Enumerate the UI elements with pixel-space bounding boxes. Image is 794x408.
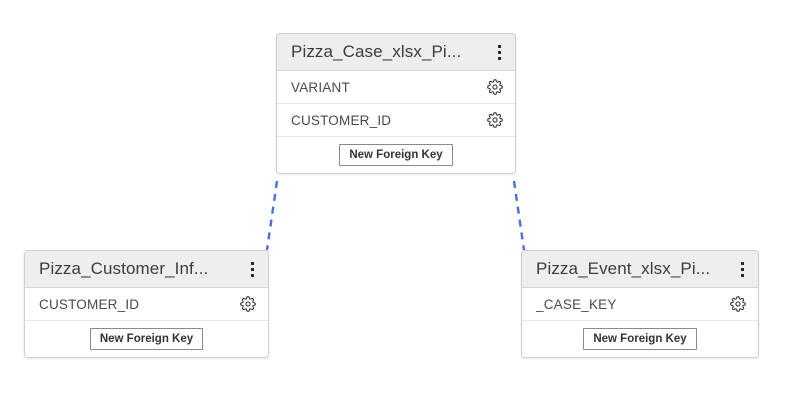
table-card-case[interactable]: Pizza_Case_xlsx_Pi... VARIANT CUSTOMER_I… <box>276 33 516 174</box>
field-label: VARIANT <box>291 79 350 95</box>
gear-icon[interactable] <box>240 296 256 312</box>
card-title: Pizza_Event_xlsx_Pi... <box>536 259 711 278</box>
field-label: _CASE_KEY <box>536 296 617 312</box>
edge-case-to-customer <box>265 180 279 251</box>
table-card-event[interactable]: Pizza_Event_xlsx_Pi... _CASE_KEY New For… <box>521 250 759 358</box>
card-title: Pizza_Case_xlsx_Pi... <box>291 42 462 61</box>
field-label: CUSTOMER_ID <box>39 296 140 312</box>
kebab-menu-icon[interactable] <box>489 39 509 65</box>
kebab-menu-icon[interactable] <box>242 256 262 282</box>
gear-icon[interactable] <box>487 79 503 95</box>
table-card-customer[interactable]: Pizza_Customer_Inf... CUSTOMER_ID New Fo… <box>24 250 269 358</box>
kebab-menu-icon[interactable] <box>732 256 752 282</box>
new-foreign-key-button[interactable]: New Foreign Key <box>339 143 453 167</box>
card-header[interactable]: Pizza_Event_xlsx_Pi... <box>522 251 758 288</box>
card-footer: New Foreign Key <box>277 137 515 173</box>
card-footer: New Foreign Key <box>25 321 268 357</box>
gear-icon[interactable] <box>730 296 746 312</box>
gear-icon[interactable] <box>487 112 503 128</box>
card-footer: New Foreign Key <box>522 321 758 357</box>
table-row[interactable]: _CASE_KEY <box>522 288 758 321</box>
new-foreign-key-button[interactable]: New Foreign Key <box>583 327 697 351</box>
card-header[interactable]: Pizza_Case_xlsx_Pi... <box>277 34 515 71</box>
table-row[interactable]: VARIANT <box>277 71 515 104</box>
new-foreign-key-button[interactable]: New Foreign Key <box>89 327 204 351</box>
table-row[interactable]: CUSTOMER_ID <box>25 288 268 321</box>
field-label: CUSTOMER_ID <box>291 112 392 128</box>
table-row[interactable]: CUSTOMER_ID <box>277 104 515 137</box>
card-header[interactable]: Pizza_Customer_Inf... <box>25 251 268 288</box>
edge-case-to-event <box>512 180 526 251</box>
card-title: Pizza_Customer_Inf... <box>39 259 209 278</box>
